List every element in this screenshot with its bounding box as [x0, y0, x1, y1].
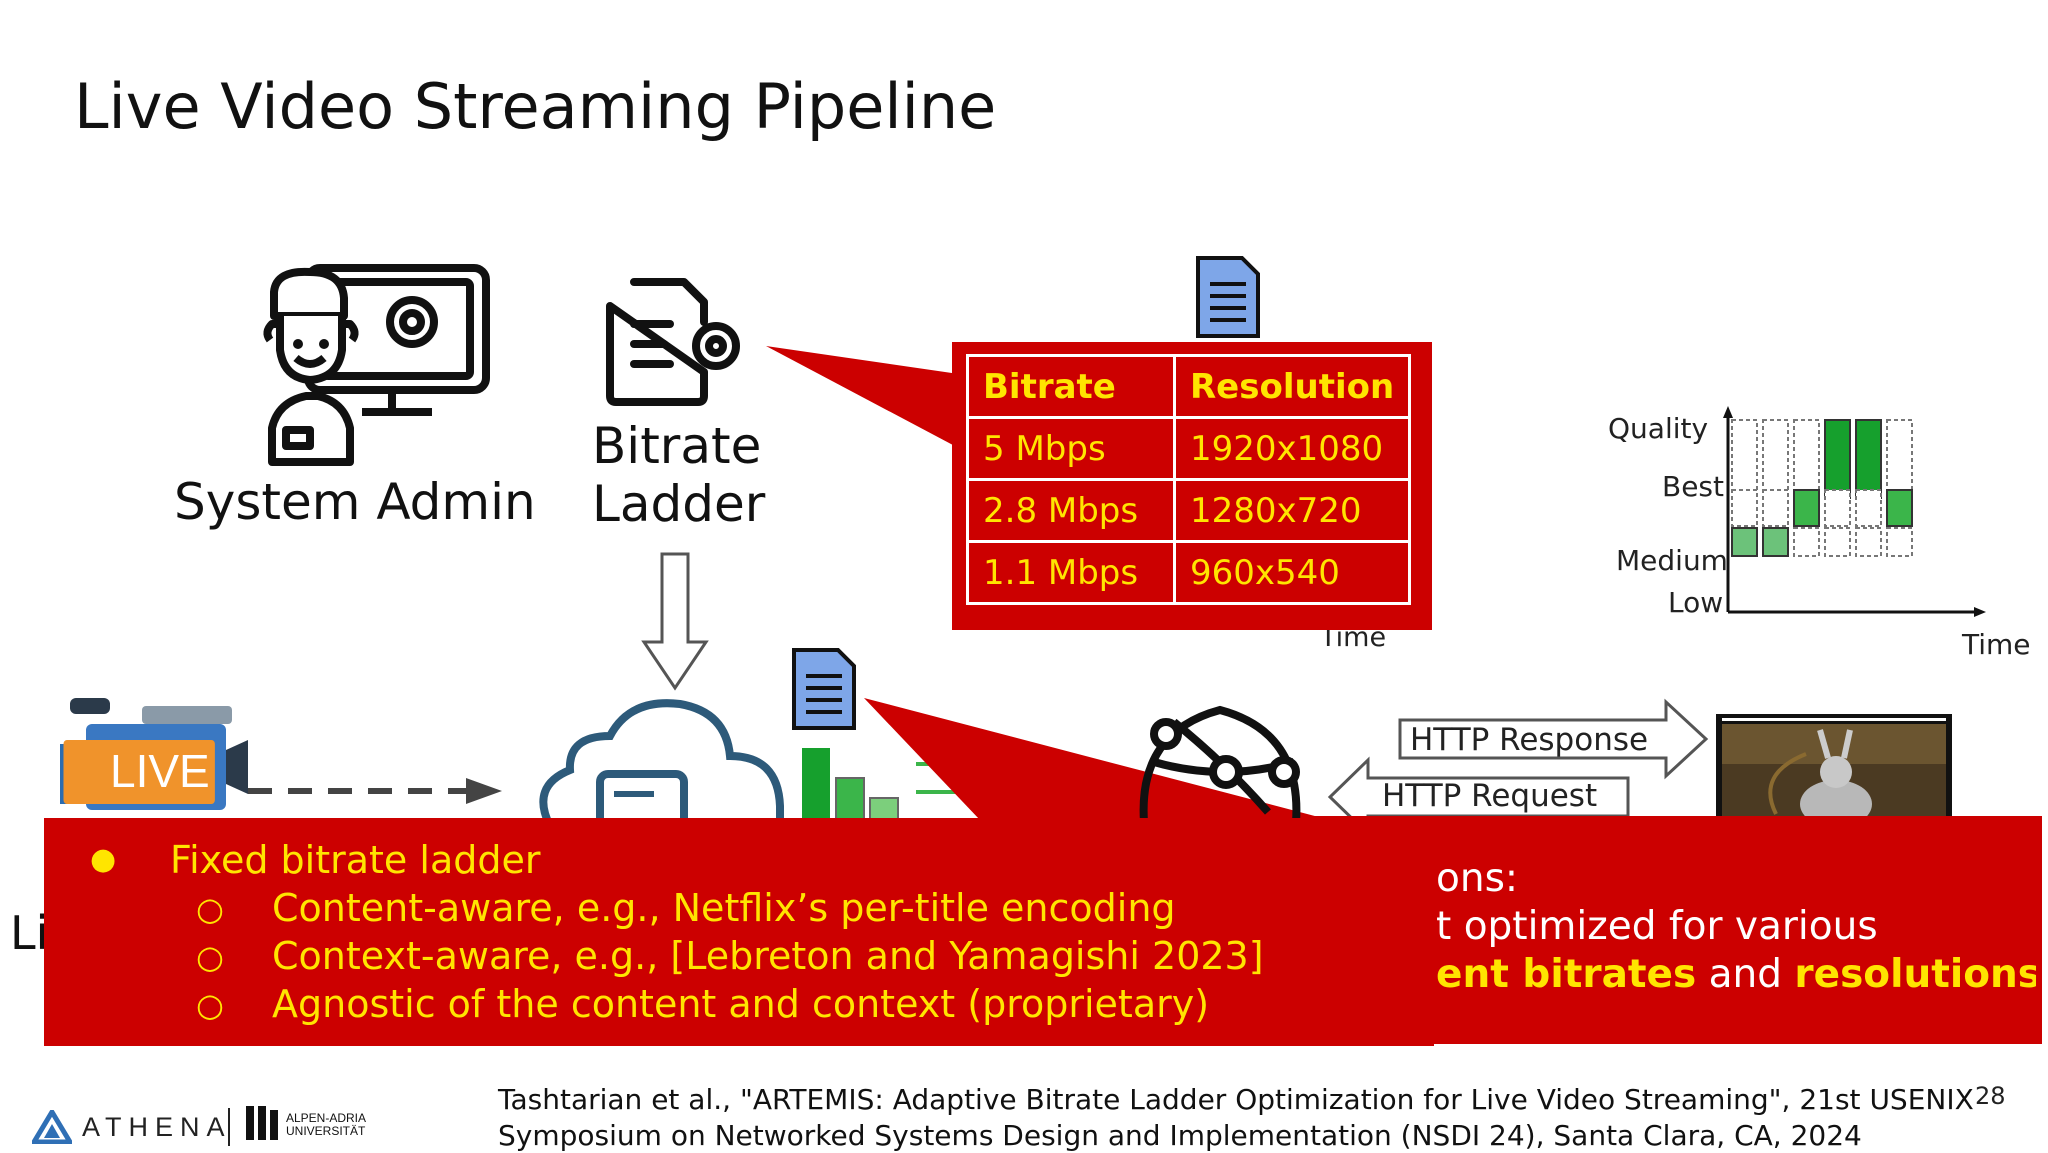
right-line-1: ons: [1436, 856, 1519, 901]
quality-level-low: Low [1668, 586, 1724, 619]
http-response-label: HTTP Response [1410, 722, 1649, 758]
table-cell: 2.8 Mbps [966, 478, 1176, 543]
quality-cell-selected [1824, 419, 1851, 499]
quality-cell [1731, 489, 1758, 527]
sub-bullet-circle: ○ [196, 986, 224, 1024]
table-row: 1.1 Mbps 960x540 [966, 540, 1412, 605]
sub-bullet-circle: ○ [196, 890, 224, 928]
quality-cell [1731, 419, 1758, 499]
quality-cell [1793, 419, 1820, 499]
logo-divider [228, 1108, 230, 1146]
bullet-panel-overlay [44, 818, 1434, 1046]
quality-axis-label: Quality [1608, 412, 1709, 445]
right-line-3: ent bitrates and resolutions [1436, 952, 2036, 997]
quality-level-best: Best [1662, 470, 1725, 503]
bitrate-ladder-table: Bitrate Resolution 5 Mbps 1920x1080 2.8 … [966, 354, 1412, 605]
table-cell: 960x540 [1172, 540, 1412, 605]
bitrate-ladder-doc-icon [606, 278, 740, 406]
table-header: Bitrate [966, 354, 1176, 419]
emph-bitrates: ent bitrates [1436, 952, 1697, 997]
quality-cell-selected [1855, 419, 1882, 499]
system-admin-icon [263, 264, 490, 466]
down-arrow-icon [641, 552, 709, 691]
bitrate-ladder-label-2: Ladder [592, 475, 766, 533]
bullet-main: Fixed bitrate ladder [170, 838, 541, 882]
athena-logo-text: ATHENA [82, 1112, 232, 1142]
table-cell: 1.1 Mbps [966, 540, 1176, 605]
quality-cell-selected [1886, 489, 1913, 527]
table-row: 5 Mbps 1920x1080 [966, 416, 1412, 481]
right-line-2: t optimized for various [1436, 904, 1878, 949]
encoded-doc-icon [792, 648, 856, 730]
citation: Tashtarian et al., "ARTEMIS: Adaptive Bi… [498, 1082, 1974, 1153]
quality-cell-selected [1731, 527, 1758, 557]
video-player-icon[interactable] [1716, 714, 1952, 822]
sub-bullet: Agnostic of the content and context (pro… [272, 982, 1210, 1026]
quality-cell [1855, 527, 1882, 557]
quality-time-label: Time [1962, 628, 2031, 661]
http-request-label: HTTP Request [1382, 778, 1598, 814]
quality-switching-chart [1723, 406, 1986, 617]
citation-line-1: Tashtarian et al., "ARTEMIS: Adaptive Bi… [498, 1083, 1974, 1116]
quality-cell-selected [1793, 489, 1820, 527]
quality-cell [1824, 489, 1851, 527]
bitrate-ladder-label-1: Bitrate [592, 417, 762, 475]
cloud-server-icon [539, 699, 784, 826]
quality-cell [1824, 527, 1851, 557]
sub-bullet-circle: ○ [196, 938, 224, 976]
bullet-dot: ● [90, 842, 117, 877]
table-row: 2.8 Mbps 1280x720 [966, 478, 1412, 543]
university-name-line-1: ALPEN-ADRIA [286, 1111, 367, 1125]
live-camera-icon [60, 698, 248, 810]
quality-cell [1855, 489, 1882, 527]
emph-resolutions: resolutions [1794, 952, 2036, 997]
sub-bullet: Content-aware, e.g., Netflix’s per-title… [272, 886, 1176, 930]
university-name-line-2: UNIVERSITÄT [286, 1124, 366, 1138]
dashed-stream-arrow [248, 778, 502, 804]
table-header-row: Bitrate Resolution [966, 354, 1412, 419]
live-badge: LIVE [110, 745, 210, 797]
page-number: 28 [1975, 1082, 2006, 1110]
quality-cell [1886, 419, 1913, 499]
quality-cell [1793, 527, 1820, 557]
athena-logo-icon [32, 1110, 72, 1144]
table-cell: 5 Mbps [966, 416, 1176, 481]
network-globe-icon [1139, 705, 1301, 822]
citation-line-2: Symposium on Networked Systems Design an… [498, 1118, 1862, 1152]
sub-bullet: Context-aware, e.g., [Lebreton and Yamag… [272, 934, 1264, 978]
table-cell: 1920x1080 [1172, 416, 1412, 481]
right-line-3-mid: and [1696, 952, 1795, 997]
system-admin-label: System Admin [174, 473, 536, 531]
right-panel-text: ons: t optimized for various ent bitrate… [1436, 856, 2036, 1006]
quality-cell-selected [1762, 527, 1789, 557]
slide-title: Live Video Streaming Pipeline [74, 70, 997, 143]
university-name: ALPEN-ADRIA UNIVERSITÄT [286, 1112, 366, 1138]
university-logo-icon [246, 1106, 278, 1140]
table-cell: 1280x720 [1172, 478, 1412, 543]
quality-cell [1762, 419, 1789, 499]
http-response-arrow[interactable] [1396, 698, 1710, 780]
manifest-doc-icon [1196, 256, 1260, 338]
quality-cell [1886, 527, 1913, 557]
quality-level-medium: Medium [1616, 544, 1728, 577]
partial-live-label: Li [10, 906, 49, 960]
doc-callout-wedge [864, 698, 1330, 820]
table-header: Resolution [1172, 354, 1412, 419]
quality-cell [1762, 489, 1789, 527]
ladder-callout-wedge [766, 346, 1000, 470]
